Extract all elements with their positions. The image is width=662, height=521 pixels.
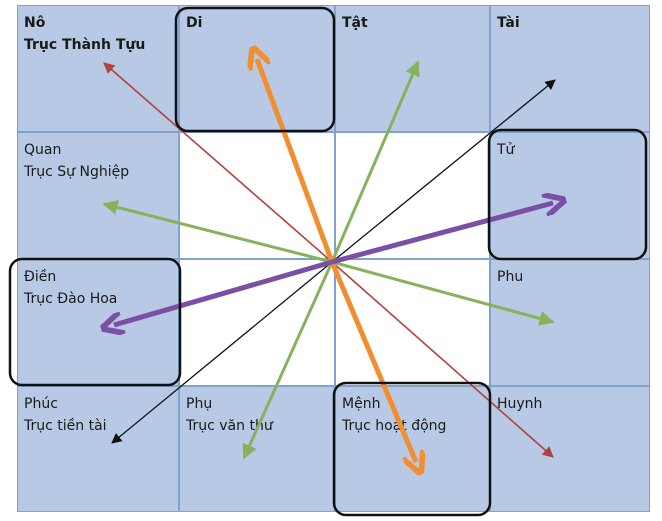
green-arrow-to-quan: [102, 200, 333, 264]
highlight-box-di: [174, 6, 336, 133]
palace-name: Nô: [24, 15, 46, 31]
highlight-box-dien: [8, 257, 182, 387]
axis-label: Trục hoạt động: [342, 418, 447, 434]
palace-quan: Quan Trục Sự Nghiệp: [17, 132, 179, 259]
palace-phu: Phu: [490, 259, 650, 386]
highlight-box-tu: [487, 128, 648, 261]
black-arrow-to-tai: [331, 79, 556, 263]
center-cell: [335, 259, 490, 386]
palace-name: Phu: [497, 269, 524, 285]
axis-label: Trục Đào Hoa: [24, 291, 118, 307]
palace-huynh: Huynh: [490, 386, 650, 512]
palace-name: Di: [186, 15, 203, 31]
palace-name: Quan: [24, 142, 62, 158]
green-arrow-to-phu: [331, 260, 555, 326]
palace-phu-2: Phụ Trục văn thư: [179, 386, 335, 512]
palace-phuc: Phúc Trục tiền tài: [17, 386, 179, 512]
purple-arrow-to-dien: [114, 259, 333, 325]
red-arrow-to-huynh: [331, 261, 554, 458]
palace-name: Huynh: [497, 396, 543, 412]
axis-label: Trục tiền tài: [24, 418, 107, 434]
red-arrow-to-no: [103, 62, 333, 263]
green-arrow-to-tat: [330, 60, 420, 263]
palace-no: Nô Trục Thành Tựu: [17, 5, 179, 132]
palace-name: Tử: [497, 142, 515, 158]
green-arrow-to-phu-2: [242, 261, 334, 460]
highlight-box-menh: [332, 381, 492, 517]
purple-arrow-to-tu: [331, 203, 553, 265]
orange-arrow-to-menh: [329, 261, 416, 462]
palace-name: Tài: [497, 15, 520, 31]
axis-label: Trục văn thư: [186, 418, 273, 434]
palace-name: Tật: [342, 15, 368, 31]
orange-arrow-to-di: [257, 59, 335, 263]
axis-label: Trục Thành Tựu: [24, 37, 146, 53]
axis-label: Trục Sự Nghiệp: [24, 164, 130, 180]
palace-name: Phúc: [24, 396, 58, 412]
palace-name: Phụ: [186, 396, 213, 412]
black-arrow-to-phuc: [111, 261, 333, 444]
palace-name: Mệnh: [342, 396, 381, 412]
palace-name: Điền: [24, 269, 57, 285]
